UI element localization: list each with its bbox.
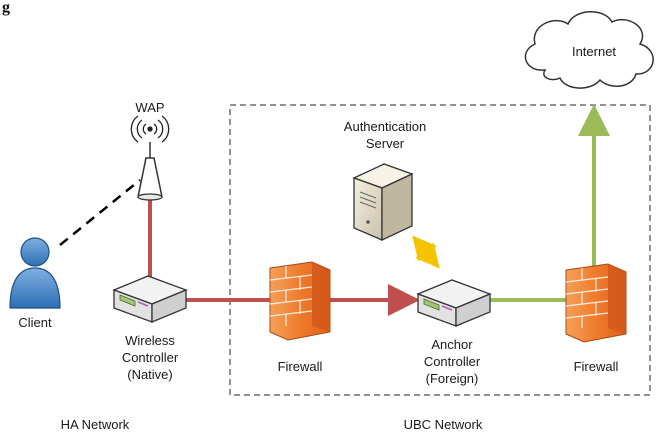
anchor-controller-label-line2: Controller	[424, 354, 481, 369]
ubc-network-label: UBC Network	[404, 417, 483, 432]
ubc-network-region	[229, 104, 651, 396]
firewall-right-icon	[565, 263, 627, 343]
anchor-controller-label-line3: (Foreign)	[426, 371, 479, 386]
server-icon	[352, 163, 414, 242]
anchor-controller-label-line1: Anchor	[431, 337, 473, 352]
firewall-left-label: Firewall	[278, 359, 323, 374]
auth-server-label-line1: Authentication	[344, 119, 426, 134]
firewall-right-label: Firewall	[574, 359, 619, 374]
wap-label: WAP	[135, 100, 164, 115]
access-point-icon	[137, 142, 163, 201]
ha-network-label: HA Network	[61, 417, 130, 432]
header-fragment: g	[2, 0, 10, 16]
wireless-link	[59, 179, 141, 246]
internet-label: Internet	[572, 44, 616, 59]
auth-link	[412, 235, 440, 269]
firewall-left-icon	[269, 261, 331, 341]
wireless-signal-icon	[130, 115, 170, 143]
wireless-controller-label-line3: (Native)	[127, 367, 173, 382]
client-person-icon	[9, 237, 61, 309]
wireless-controller-label-line1: Wireless	[125, 333, 175, 348]
client-label: Client	[18, 315, 52, 330]
wireless-controller-icon	[112, 275, 188, 323]
auth-server-label-line2: Server	[366, 136, 405, 151]
internet-cloud-icon	[524, 11, 654, 89]
wireless-controller-label-line2: Controller	[122, 350, 179, 365]
anchor-controller-icon	[416, 279, 492, 327]
